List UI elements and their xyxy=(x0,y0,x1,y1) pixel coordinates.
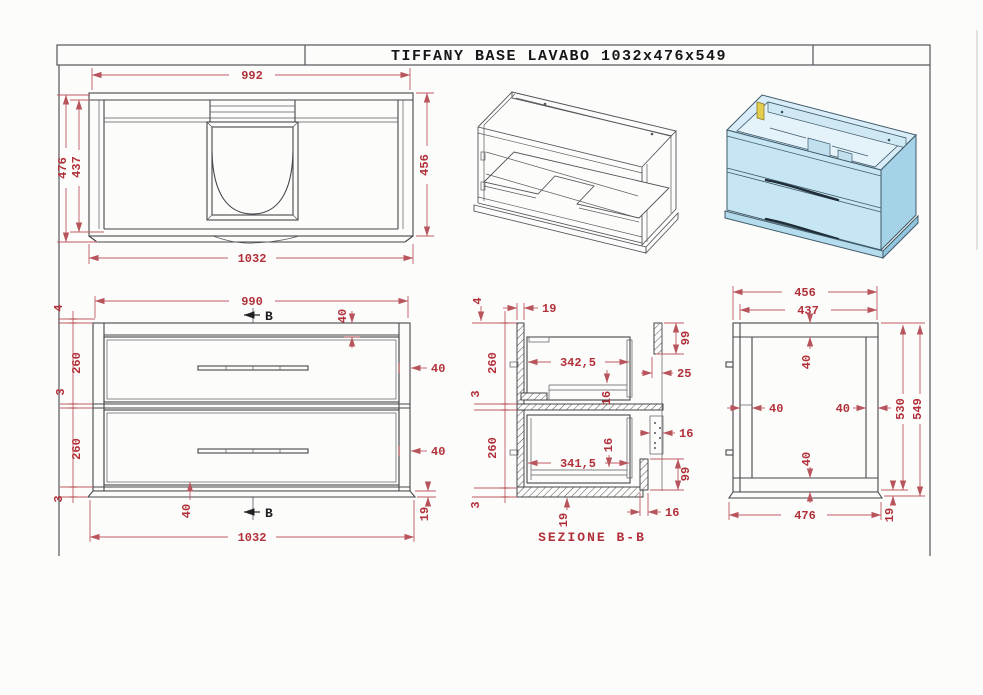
dim-plinth-back: 16 xyxy=(665,506,679,520)
dim-drawer-bottom: 260 xyxy=(70,438,84,460)
section-marker-bottom: B xyxy=(265,506,273,521)
dim-side-right-bottom: 40 xyxy=(431,445,445,459)
dim-front-total-width: 1032 xyxy=(238,531,267,545)
sink-cutout xyxy=(206,121,299,221)
dim-total-width: 1032 xyxy=(238,252,267,266)
dim-side-inner-height: 530 xyxy=(894,398,908,420)
dim-side-back-panel: 40 xyxy=(769,402,783,416)
hinge-accent xyxy=(756,101,765,121)
dim-side-depth-top: 456 xyxy=(794,286,816,300)
top-view-body xyxy=(88,92,414,244)
dim-overhang: 4 xyxy=(52,304,66,311)
dim-rail-top: 40 xyxy=(336,309,350,323)
dim-sec-drawer-bottom: 260 xyxy=(486,437,500,459)
dim-depth-inner: 437 xyxy=(70,156,84,178)
dim-gap-mid: 3 xyxy=(54,388,68,395)
front-view-body xyxy=(86,322,417,498)
side-plinth xyxy=(727,491,884,499)
dim-side-depth-inner: 437 xyxy=(797,304,819,318)
sheet-frame xyxy=(56,30,978,556)
drawer-handle-bottom xyxy=(764,217,840,241)
iso-shaded-view xyxy=(724,94,919,260)
front-view: 990 B B xyxy=(52,295,445,545)
dim-gap-bottom: 3 xyxy=(52,495,66,502)
dim-top-width: 992 xyxy=(241,69,263,83)
iso-wireframe-view xyxy=(473,91,679,255)
dim-front-top-width: 990 xyxy=(241,295,263,309)
section-caption: SEZIONE B-B xyxy=(538,530,646,545)
drawer-slide-plate xyxy=(649,415,664,455)
notched-shelf xyxy=(483,151,670,219)
dim-floor: 19 xyxy=(557,513,571,527)
dim-back-bottom: 99 xyxy=(679,467,693,481)
dim-side-total-height: 549 xyxy=(911,398,925,420)
dim-drawer-top: 260 xyxy=(70,352,84,374)
dim-slide-width: 16 xyxy=(679,427,693,441)
section-left-dim-chain: 4 260 3 260 3 xyxy=(469,297,517,509)
dim-side-rail-bottom: 40 xyxy=(800,452,814,466)
drawer-handle-top xyxy=(764,178,840,202)
dim-side-front-panel: 40 xyxy=(836,402,850,416)
dim-inner-depth-top: 342,5 xyxy=(560,356,596,370)
dim-depth-right: 456 xyxy=(418,154,432,176)
sheet-title: TIFFANY BASE LAVABO 1032x476x549 xyxy=(391,48,727,65)
dim-side-right-top: 40 xyxy=(431,362,445,376)
dim-rail-bottom: 40 xyxy=(180,504,194,518)
dim-sec-gap-bottom: 3 xyxy=(469,501,483,508)
dim-sec-gap-mid: 3 xyxy=(469,390,483,397)
section-view: 4 260 3 260 3 19 342,5 16 99 25 16 xyxy=(469,297,693,545)
dim-inner-depth-bottom: 341,5 xyxy=(560,457,596,471)
dim-side-depth-bottom: 476 xyxy=(794,509,816,523)
dim-side-rail-top: 40 xyxy=(800,355,814,369)
dim-back-gap: 25 xyxy=(677,367,691,381)
side-view-body xyxy=(725,322,884,499)
dim-back-top: 99 xyxy=(679,331,693,345)
dim-plinth: 19 xyxy=(418,507,432,521)
dim-sec-drawer-top: 260 xyxy=(486,352,500,374)
top-view-handle-curve xyxy=(212,235,300,244)
plinth xyxy=(86,490,417,498)
front-handle-top xyxy=(197,365,309,371)
front-handle-bottom xyxy=(197,448,309,454)
section-marker-top: B xyxy=(265,309,273,324)
section-body xyxy=(509,322,664,498)
side-view: 456 437 40 40 40 xyxy=(725,286,925,523)
dim-sec-overhang: 4 xyxy=(471,297,485,304)
front-left-dim-chain: 4 260 3 260 3 xyxy=(52,304,95,503)
dim-bottom-thickness-top: 16 xyxy=(600,391,614,405)
dim-side-plinth: 19 xyxy=(883,508,897,522)
dim-bottom-thickness-bottom: 16 xyxy=(602,438,616,452)
top-view: 992 xyxy=(56,68,434,266)
dim-wall-thickness: 19 xyxy=(542,302,556,316)
dim-depth-outer: 476 xyxy=(56,157,70,179)
